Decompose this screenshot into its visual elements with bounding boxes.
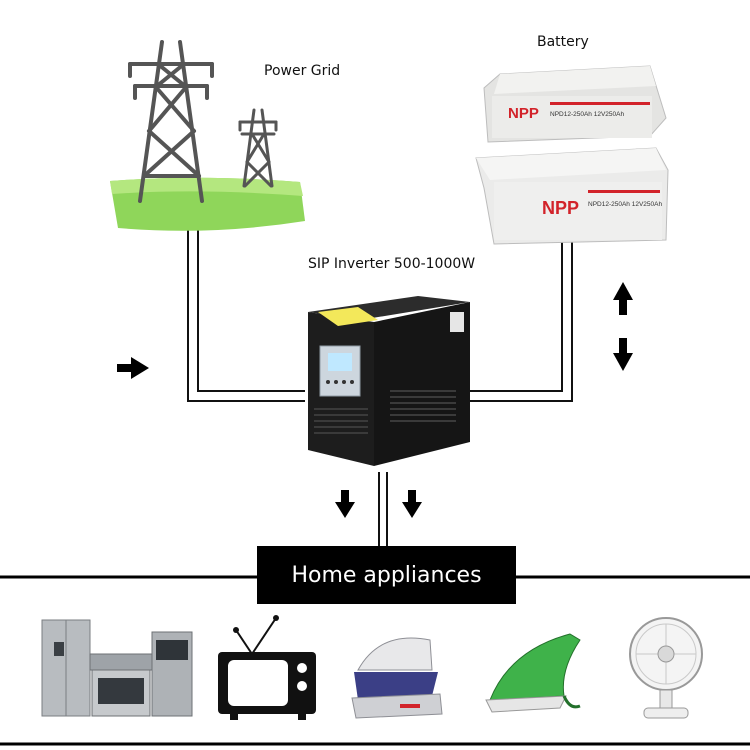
battery-bottom-logo: NPP — [542, 198, 579, 218]
fan-icon — [629, 617, 703, 719]
battery-top-model: NPD12-250Ah 12V250Ah — [550, 111, 624, 118]
home-appliances-box: Home appliances — [257, 546, 516, 604]
inverter-warning-label — [318, 307, 378, 326]
grid-wire — [187, 228, 305, 402]
home-wire — [378, 472, 388, 546]
battery-illustration: NPP NPD12-250Ah 12V250Ah NPP NPD12-250Ah… — [475, 65, 669, 245]
battery-label: Battery — [537, 34, 589, 50]
steam-iron-icon — [351, 637, 443, 719]
power-grid-illustration — [110, 40, 305, 231]
television-icon — [218, 615, 316, 720]
inverter-vents — [314, 390, 456, 434]
arrow-down-left-icon — [335, 490, 355, 518]
inverter-label: SIP Inverter 500-1000W — [308, 256, 476, 272]
battery-wire — [470, 238, 573, 402]
inverter-illustration — [308, 296, 470, 466]
battery-bottom-model: NPD12-250Ah 12V250Ah — [588, 201, 662, 208]
arrow-up-icon — [613, 282, 633, 315]
small-tower-icon — [238, 108, 278, 188]
battery-top: NPP NPD12-250Ah 12V250Ah — [483, 65, 667, 143]
big-tower-icon — [128, 40, 214, 203]
appliances-row — [41, 615, 703, 720]
arrow-down-right-icon — [402, 490, 422, 518]
refrigerator-icon — [41, 619, 193, 717]
battery-top-logo: NPP — [508, 105, 539, 122]
battery-bottom: NPP NPD12-250Ah 12V250Ah — [475, 147, 669, 245]
iron-icon — [485, 633, 581, 713]
arrow-down-icon — [613, 338, 633, 371]
arrow-right-icon — [117, 357, 149, 379]
power-grid-label: Power Grid — [264, 63, 341, 79]
